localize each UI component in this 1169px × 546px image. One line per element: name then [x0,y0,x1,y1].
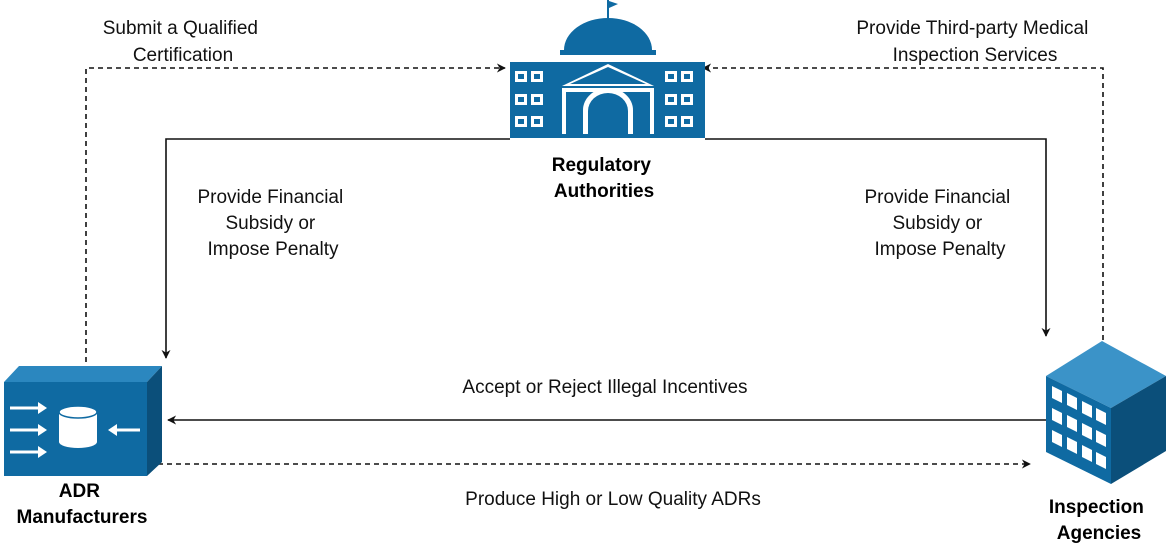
produce-label: Produce High or Low Quality ADRs [465,489,761,510]
provide-services-label: Provide Third-party Medical Inspection S… [856,18,1093,66]
office-building-icon [1046,341,1166,484]
subsidy-right-label: Provide Financial Subsidy or Impose Pena… [864,187,1015,260]
database-server-icon [4,366,162,476]
subsidy-left-label: Provide Financial Subsidy or Impose Pena… [197,187,348,260]
incentives-label: Accept or Reject Illegal Incentives [462,377,747,398]
government-building-icon [510,0,705,138]
adr-manufacturers-label: ADR Manufacturers [17,481,148,528]
edge-subsidy-left [161,138,510,359]
edge-subsidy-right [705,138,1051,337]
submit-certification-label: Submit a Qualified Certification [103,18,264,66]
inspection-agencies-label: Inspection Agencies [1049,497,1149,544]
edge-provide-services [702,63,1104,340]
regulatory-authorities-label: Regulatory Authorities [552,155,657,202]
